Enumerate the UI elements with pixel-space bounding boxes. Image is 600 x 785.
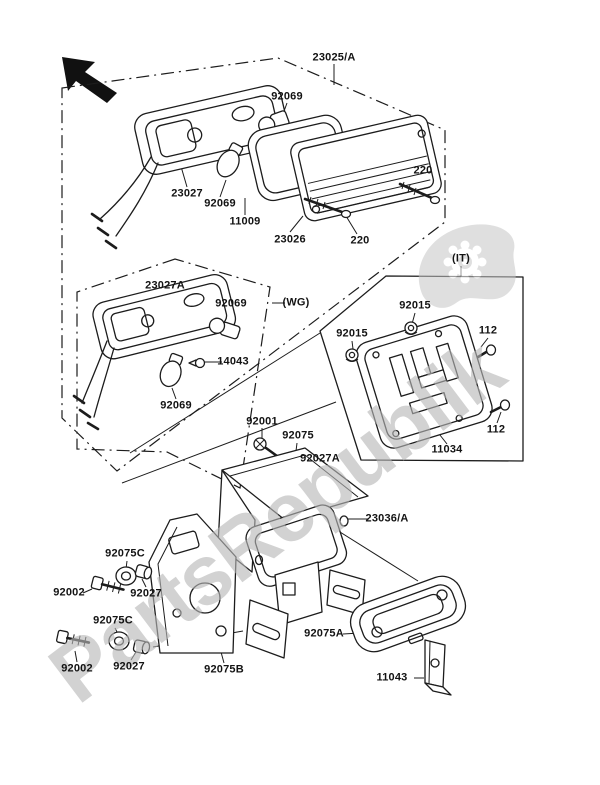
wiring-harness [100,157,158,236]
wiring-harness [82,341,114,417]
bulb-92069-wg-right [208,316,242,340]
bracket-23036 [218,448,368,658]
garnish-92075a [345,571,472,661]
grommet-92075c-bottom [109,632,129,650]
watermark-text: PartsRepublik [32,320,521,721]
group-box-wg [77,259,270,488]
damper-11043 [425,640,451,695]
screw-14043 [189,359,205,368]
screw-92001 [254,438,277,456]
screw-220-upper [400,182,440,204]
bolt-92002-top [91,576,125,595]
gear-icon [443,240,487,284]
screw-112-top [478,345,496,357]
bulb-92069-wg-hanging [157,352,187,390]
lens-23026 [289,113,443,222]
screw-112-bottom [491,400,510,412]
watermark-logo [418,224,516,308]
nut-92015-top [405,322,417,335]
bulb-92069-hanging [213,140,247,180]
plate-bracket-11034 [352,312,495,451]
collar-92027-bottom [133,639,151,654]
back-arrow-icon [62,57,117,103]
bracket-92075b [149,514,236,653]
group-box-23025 [62,58,445,471]
screw-220-lower [305,197,351,218]
bolt-92002-bottom [56,630,90,648]
collar-92027-top [135,564,153,580]
nut-92015-left [346,349,358,362]
taillight-housing-23027a [74,272,238,429]
